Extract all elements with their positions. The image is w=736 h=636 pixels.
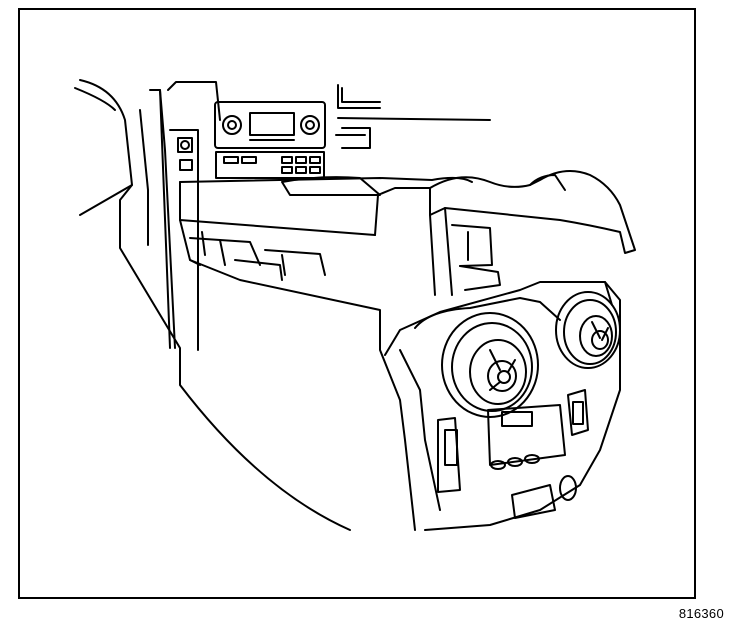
- right-air-vent-icon: [555, 291, 621, 369]
- rear-control-panel: [487, 404, 566, 466]
- figure-reference-number: 816360: [678, 606, 724, 621]
- console-line-drawing: [74, 79, 636, 531]
- left-pillar: [74, 79, 351, 531]
- lower-storage-tray: [511, 484, 556, 519]
- radio-unit: [214, 101, 326, 149]
- trim-panel: [149, 89, 199, 351]
- panel-knob-icon: [177, 137, 193, 153]
- console-lid: [179, 170, 636, 296]
- radio-tune-knob-icon: [300, 115, 320, 135]
- center-stack: [167, 81, 491, 179]
- left-air-vent-icon: [441, 312, 539, 418]
- climate-button-bank: [215, 151, 325, 179]
- side-outlet-left: [437, 417, 461, 493]
- side-outlet-right: [567, 389, 589, 436]
- illustration-frame: [18, 8, 696, 599]
- rear-console-face: [384, 281, 621, 531]
- hinge-area: [451, 224, 501, 291]
- radio-volume-knob-icon: [222, 115, 242, 135]
- console-body: [179, 219, 416, 531]
- radio-display: [249, 112, 295, 136]
